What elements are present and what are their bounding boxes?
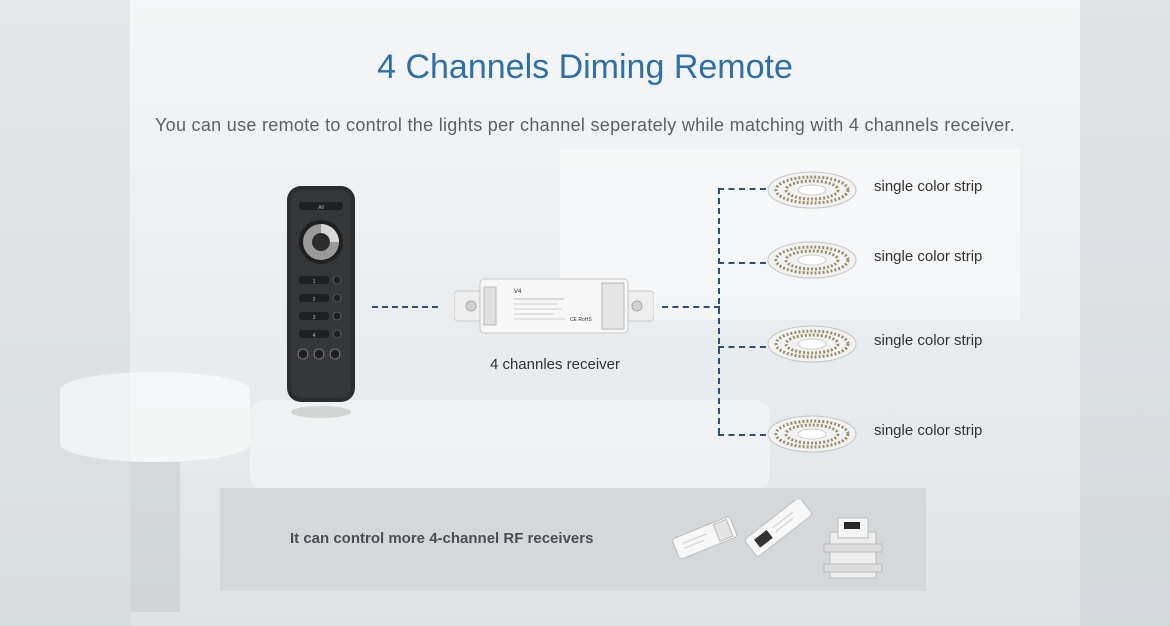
strip-connector-2 bbox=[718, 262, 766, 264]
compatibility-text: It can control more 4-channel RF receive… bbox=[290, 530, 594, 547]
receiver-device-small-1 bbox=[672, 516, 738, 560]
receiver-label: 4 channles receiver bbox=[489, 356, 621, 373]
remote-control: All 1 2 3 4 bbox=[285, 184, 357, 424]
strip-item-2: single color strip bbox=[766, 236, 1026, 280]
remote-button-1: 1 bbox=[313, 279, 316, 285]
receiver-output-connector bbox=[662, 306, 720, 308]
receiver-mark: CE RoHS bbox=[570, 317, 592, 323]
strip-label-1: single color strip bbox=[874, 178, 983, 195]
remote-receiver-connector bbox=[372, 306, 438, 308]
strip-connector-4 bbox=[718, 434, 766, 436]
din-rail-receiver bbox=[823, 517, 883, 579]
led-strip-reel-icon bbox=[767, 415, 857, 453]
remote-button-2: 2 bbox=[313, 297, 316, 303]
receiver-model: V4 bbox=[514, 289, 522, 295]
strip-item-4: single color strip bbox=[766, 410, 1026, 454]
led-strip-reel-icon bbox=[767, 325, 857, 363]
remote-button-3: 3 bbox=[313, 315, 316, 321]
receiver-device: V4 CE RoHS bbox=[453, 275, 655, 339]
background-lamp-shade bbox=[60, 372, 250, 462]
page-subtitle: You can use remote to control the lights… bbox=[154, 115, 1015, 135]
strip-label-2: single color strip bbox=[874, 248, 983, 265]
strip-item-3: single color strip bbox=[766, 320, 1026, 364]
remote-button-4: 4 bbox=[313, 333, 316, 339]
background-right-panel bbox=[1080, 0, 1170, 626]
remote-channel-buttons: 1 2 3 4 bbox=[299, 275, 342, 339]
background-sofa bbox=[250, 400, 770, 490]
led-strip-reel-icon bbox=[767, 171, 857, 209]
receiver-device-small-2 bbox=[744, 497, 812, 557]
receiver-devices-group bbox=[666, 497, 906, 580]
led-strip-reel-icon bbox=[767, 241, 857, 279]
strip-label-4: single color strip bbox=[874, 422, 983, 439]
background-lamp-base bbox=[130, 462, 180, 612]
strip-item-1: single color strip bbox=[766, 166, 1026, 210]
strips-bus-connector bbox=[718, 188, 720, 434]
page-title: 4 Channels Diming Remote bbox=[377, 48, 793, 86]
background-wall-panel bbox=[0, 0, 130, 626]
remote-all-label: All bbox=[318, 205, 324, 211]
compatibility-panel: It can control more 4-channel RF receive… bbox=[220, 488, 926, 591]
strip-label-3: single color strip bbox=[874, 332, 983, 349]
strip-connector-3 bbox=[718, 346, 766, 348]
strip-connector-1 bbox=[718, 188, 766, 190]
